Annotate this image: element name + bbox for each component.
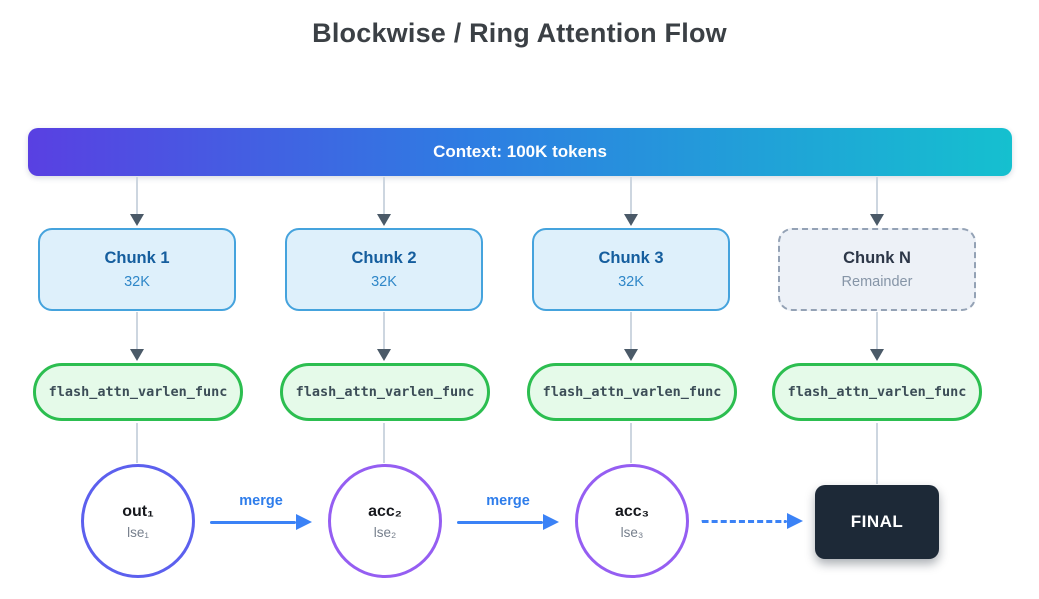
arrow-down-icon xyxy=(870,214,884,226)
final-node: FINAL xyxy=(815,485,939,559)
connector-func-node-3 xyxy=(624,423,638,463)
connector-line xyxy=(630,177,632,214)
func-pill-2: flash_attn_varlen_func xyxy=(280,363,490,421)
arrow-line xyxy=(457,520,543,524)
chunk-1-size: 32K xyxy=(124,274,150,290)
connector-line xyxy=(630,423,632,463)
final-dashed-arrow-shaft xyxy=(701,513,803,529)
connector-line xyxy=(876,423,878,484)
arrow-down-icon xyxy=(870,349,884,361)
merge-arrow-1-label: merge xyxy=(239,493,283,509)
arrow-line xyxy=(210,520,296,524)
final-node-label: FINAL xyxy=(850,512,904,531)
connector-line xyxy=(630,312,632,349)
func-pill-1: flash_attn_varlen_func xyxy=(33,363,243,421)
connector-line xyxy=(136,177,138,214)
result-node-out1-sublabel: lse₁ xyxy=(127,524,149,540)
connector-chunk-func-2 xyxy=(377,312,391,361)
func-pill-2-label: flash_attn_varlen_func xyxy=(295,384,475,400)
arrow-right-icon xyxy=(787,513,803,529)
result-node-acc3: acc₃ lse₃ xyxy=(575,464,689,578)
chunk-2-title: Chunk 2 xyxy=(351,249,417,267)
arrow-right-icon xyxy=(296,514,312,530)
merge-arrow-1: merge xyxy=(210,493,312,530)
connector-line xyxy=(136,423,138,463)
result-node-acc2-label: acc₂ xyxy=(368,502,402,520)
connector-func-final xyxy=(870,423,884,484)
arrow-down-icon xyxy=(377,349,391,361)
chunk-n-title: Chunk N xyxy=(843,249,911,267)
connector-line xyxy=(383,312,385,349)
result-node-acc3-sublabel: lse₃ xyxy=(620,524,644,540)
connector-chunk-func-n xyxy=(870,312,884,361)
result-node-out1: out₁ lse₁ xyxy=(81,464,195,578)
chunk-2-box: Chunk 2 32K xyxy=(285,228,483,311)
connector-banner-chunk-2 xyxy=(377,177,391,226)
result-node-acc2: acc₂ lse₂ xyxy=(328,464,442,578)
merge-arrow-1-shaft xyxy=(210,514,312,530)
result-node-out1-label: out₁ xyxy=(122,502,154,520)
func-pill-3: flash_attn_varlen_func xyxy=(527,363,737,421)
connector-chunk-func-3 xyxy=(624,312,638,361)
final-dashed-arrow xyxy=(701,513,803,529)
merge-arrow-2-label: merge xyxy=(486,493,530,509)
result-node-acc2-sublabel: lse₂ xyxy=(373,524,397,540)
connector-banner-chunk-1 xyxy=(130,177,144,226)
connector-line xyxy=(876,177,878,214)
chunk-3-box: Chunk 3 32K xyxy=(532,228,730,311)
connector-line xyxy=(383,177,385,214)
func-pill-3-label: flash_attn_varlen_func xyxy=(542,384,722,400)
chunk-2-size: 32K xyxy=(371,274,397,290)
connector-chunk-func-1 xyxy=(130,312,144,361)
merge-arrow-2: merge xyxy=(457,493,559,530)
chunk-1-box: Chunk 1 32K xyxy=(38,228,236,311)
context-banner-label: Context: 100K tokens xyxy=(433,142,607,161)
connector-banner-chunk-n xyxy=(870,177,884,226)
connector-line xyxy=(383,423,385,463)
func-pill-1-label: flash_attn_varlen_func xyxy=(48,384,228,400)
chunk-1-title: Chunk 1 xyxy=(104,249,170,267)
connector-func-node-1 xyxy=(130,423,144,463)
arrow-right-icon xyxy=(543,514,559,530)
context-banner: Context: 100K tokens xyxy=(28,128,1012,176)
chunk-n-box: Chunk N Remainder xyxy=(778,228,976,311)
arrow-down-icon xyxy=(624,214,638,226)
merge-arrow-2-shaft xyxy=(457,514,559,530)
dashed-arrow-line xyxy=(701,519,787,523)
arrow-down-icon xyxy=(130,214,144,226)
arrow-down-icon xyxy=(377,214,391,226)
connector-func-node-2 xyxy=(377,423,391,463)
chunk-n-size: Remainder xyxy=(841,274,913,290)
page-title: Blockwise / Ring Attention Flow xyxy=(312,18,727,48)
func-pill-n: flash_attn_varlen_func xyxy=(772,363,982,421)
connector-banner-chunk-3 xyxy=(624,177,638,226)
result-node-acc3-label: acc₃ xyxy=(614,502,650,520)
func-pill-n-label: flash_attn_varlen_func xyxy=(787,384,967,400)
chunk-3-title: Chunk 3 xyxy=(598,249,664,267)
chunk-3-size: 32K xyxy=(618,274,644,290)
connector-line xyxy=(136,312,138,349)
arrow-down-icon xyxy=(624,349,638,361)
arrow-down-icon xyxy=(130,349,144,361)
connector-line xyxy=(876,312,878,349)
